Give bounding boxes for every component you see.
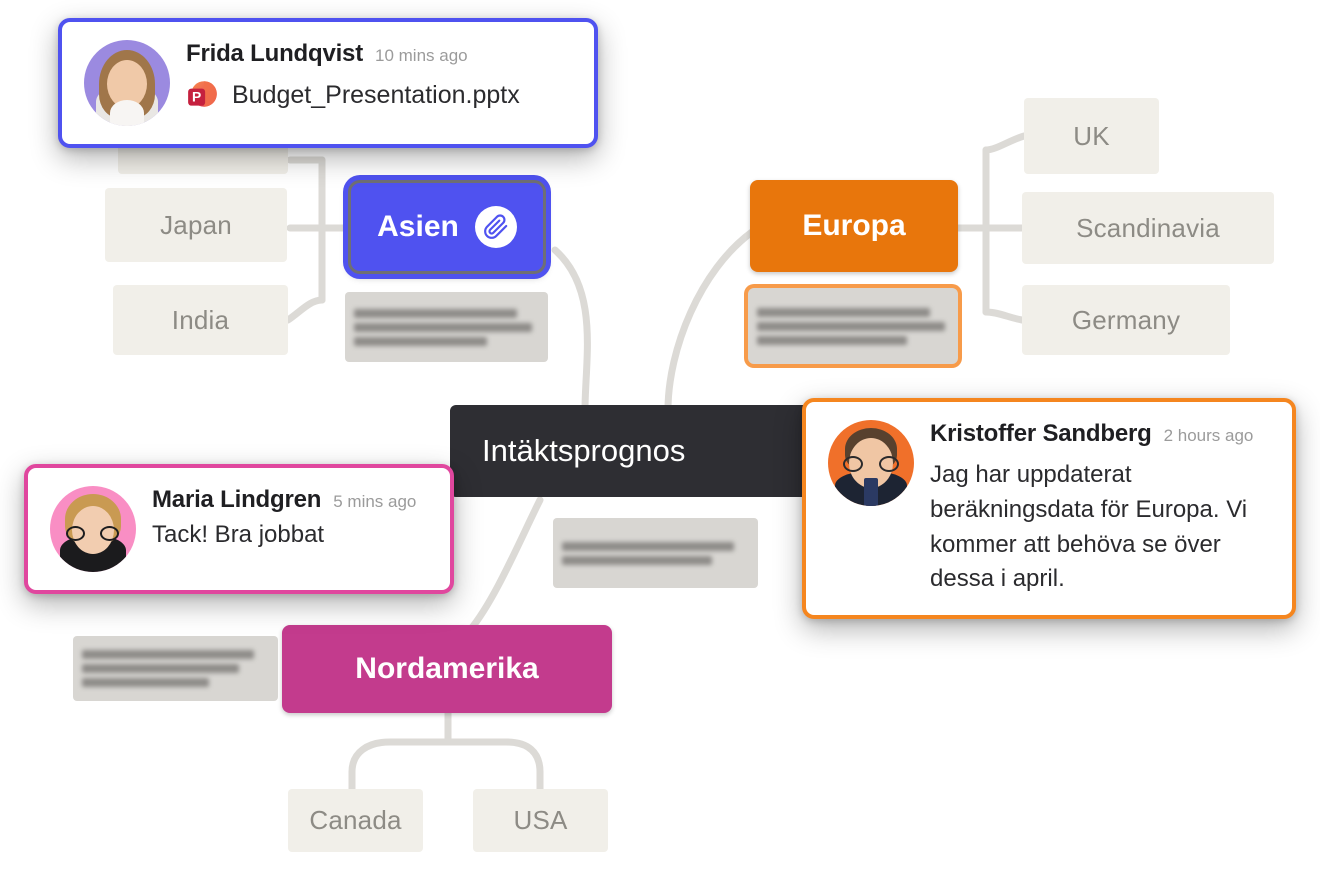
timestamp: 5 mins ago bbox=[333, 492, 417, 511]
timestamp: 10 mins ago bbox=[375, 46, 468, 65]
card-body: Kristoffer Sandberg 2 hours ago Jag har … bbox=[930, 420, 1270, 597]
redacted-lines bbox=[354, 301, 539, 353]
branch-label: Europa bbox=[802, 209, 906, 242]
svg-text:P: P bbox=[192, 88, 201, 104]
card-body: Maria Lindgren 5 mins ago Tack! Bra jobb… bbox=[152, 486, 416, 572]
redacted-node-asien[interactable] bbox=[345, 292, 548, 362]
comment-text: Tack! Bra jobbat bbox=[152, 521, 325, 548]
redacted-lines bbox=[562, 527, 749, 579]
leaf-node-germany[interactable]: Germany bbox=[1022, 285, 1230, 355]
card-body: Frida Lundqvist 10 mins ago bbox=[186, 40, 520, 126]
author-name: Maria Lindgren bbox=[152, 486, 322, 513]
leaf-label: UK bbox=[1073, 120, 1110, 151]
leaf-label: Canada bbox=[309, 805, 402, 835]
redacted-node-europa[interactable] bbox=[748, 288, 958, 364]
attachment-row[interactable]: P Budget_Presentation.pptx bbox=[186, 78, 520, 112]
redacted-node-root[interactable] bbox=[553, 518, 758, 588]
author-name: Frida Lundqvist bbox=[186, 40, 364, 67]
leaf-label: Scandinavia bbox=[1076, 212, 1220, 243]
leaf-label: USA bbox=[513, 805, 568, 835]
branch-label: Nordamerika bbox=[355, 652, 539, 685]
author-name: Kristoffer Sandberg bbox=[930, 420, 1152, 447]
attachment-filename: Budget_Presentation.pptx bbox=[232, 80, 520, 109]
branch-label: Asien bbox=[377, 210, 459, 243]
comment-card-frida[interactable]: Frida Lundqvist 10 mins ago bbox=[58, 18, 598, 148]
branch-node-asien[interactable]: Asien bbox=[348, 180, 546, 274]
branch-node-europa[interactable]: Europa bbox=[750, 180, 958, 272]
card-header: Frida Lundqvist 10 mins ago bbox=[186, 40, 520, 68]
redacted-lines bbox=[82, 645, 269, 692]
avatar bbox=[84, 40, 170, 126]
redacted-lines bbox=[757, 297, 949, 355]
leaf-node-usa[interactable]: USA bbox=[473, 789, 608, 852]
comment-text: Jag har uppdaterat beräkningsdata för Eu… bbox=[930, 461, 1248, 593]
avatar bbox=[50, 486, 136, 572]
leaf-node-uk[interactable]: UK bbox=[1024, 98, 1159, 174]
redacted-node-nordamerika[interactable] bbox=[73, 636, 278, 701]
powerpoint-icon: P bbox=[186, 78, 220, 112]
card-header: Maria Lindgren 5 mins ago bbox=[152, 486, 416, 514]
leaf-node-canada[interactable]: Canada bbox=[288, 789, 423, 852]
branch-node-nordamerika[interactable]: Nordamerika bbox=[282, 625, 612, 713]
leaf-node-japan[interactable]: Japan bbox=[105, 188, 287, 262]
leaf-label: Japan bbox=[160, 209, 232, 240]
card-header: Kristoffer Sandberg 2 hours ago bbox=[930, 420, 1270, 448]
timestamp: 2 hours ago bbox=[1163, 426, 1254, 445]
leaf-label: India bbox=[171, 304, 230, 335]
paperclip-icon[interactable] bbox=[474, 206, 517, 248]
leaf-label: Germany bbox=[1071, 304, 1181, 335]
comment-card-maria[interactable]: Maria Lindgren 5 mins ago Tack! Bra jobb… bbox=[24, 464, 454, 594]
comment-card-kristoffer[interactable]: Kristoffer Sandberg 2 hours ago Jag har … bbox=[802, 398, 1296, 620]
page-title: Intäktsprognos bbox=[482, 433, 686, 468]
root-node[interactable]: Intäktsprognos bbox=[450, 405, 850, 497]
avatar bbox=[828, 420, 914, 506]
leaf-node-scandinavia[interactable]: Scandinavia bbox=[1022, 192, 1274, 264]
leaf-node-india[interactable]: India bbox=[113, 285, 288, 355]
